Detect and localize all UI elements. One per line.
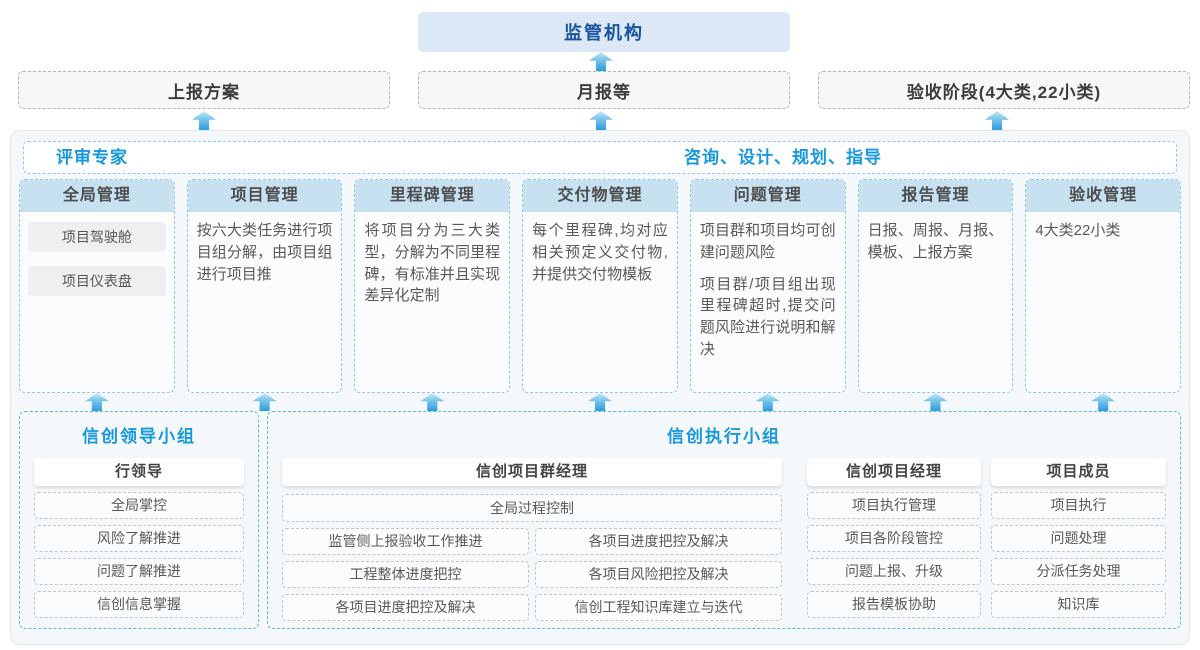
list-item: 项目执行: [991, 492, 1166, 519]
project-member-section: 项目成员 项目执行 问题处理 分派任务处理 知识库: [991, 458, 1166, 621]
column-title: 里程碑管理: [355, 180, 510, 212]
project-manager-role: 信创项目经理: [807, 458, 981, 486]
list-item: 各项目进度把控及解决: [535, 528, 782, 555]
list-item: 分派任务处理: [991, 558, 1166, 585]
up-arrow-icon: [923, 393, 948, 411]
column-title: 项目管理: [187, 180, 342, 212]
pill-project-cockpit: 项目驾驶舱: [28, 222, 166, 252]
up-arrow-icon: [192, 111, 216, 130]
list-item: 项目各阶段管控: [807, 525, 981, 552]
column-title: 交付物管理: [523, 180, 677, 212]
column-description: 日报、周报、月报、模板、上报方案: [867, 222, 1004, 261]
report-plan-box: 上报方案: [18, 71, 390, 109]
program-manager-role: 信创项目群经理: [282, 458, 782, 486]
column-acceptance-management: 验收管理 4大类22小类: [1025, 179, 1182, 393]
up-arrow-icon: [589, 111, 613, 130]
column-description: 4大类22小类: [1035, 222, 1121, 239]
column-description: 项目群和项目均可创建问题风险: [699, 222, 836, 261]
review-experts-label: 评审专家: [56, 148, 128, 167]
management-columns: 全局管理 项目驾驶舱 项目仪表盘 项目管理 按六大类任务进行项目组分解，由项目组…: [19, 179, 1182, 393]
column-report-management: 报告管理 日报、周报、月报、模板、上报方案: [857, 179, 1014, 393]
column-title: 报告管理: [858, 180, 1013, 212]
column-description: 项目群/项目组出现里程碑超时,提交问题风险进行说明和解决: [699, 275, 836, 358]
list-item: 知识库: [991, 591, 1166, 618]
bank-leader-role: 行领导: [34, 458, 244, 486]
list-item: 各项目进度把控及解决: [282, 594, 529, 621]
up-arrow-icon: [755, 393, 780, 411]
column-issue-management: 问题管理 项目群和项目均可创建问题风险 项目群/项目组出现里程碑超时,提交问题风…: [689, 179, 846, 393]
column-description: 将项目分为三大类型，分解为不同里程碑，有标准并且实现差异化定制: [364, 222, 501, 305]
consulting-design-label: 咨询、设计、规划、指导: [684, 148, 882, 167]
column-description: 每个里程碑,均对应相关预定义交付物,并提供交付物模板: [532, 222, 668, 283]
up-arrow-icon: [420, 393, 445, 411]
pill-project-dashboard: 项目仪表盘: [28, 266, 166, 296]
list-item: 问题处理: [991, 525, 1166, 552]
column-global-management: 全局管理 项目驾驶舱 项目仪表盘: [19, 179, 175, 393]
up-arrow-icon: [252, 393, 277, 411]
project-member-role: 项目成员: [991, 458, 1166, 486]
exec-group: 信创执行小组 信创项目群经理 全局过程控制 监管侧上报验收工作推进 各项目进度把…: [267, 411, 1181, 629]
list-item: 问题上报、升级: [807, 558, 981, 585]
list-item: 信创信息掌握: [34, 591, 244, 618]
leader-group-title: 信创领导小组: [82, 427, 196, 446]
monthly-report-box: 月报等: [418, 71, 790, 109]
up-arrow-icon: [588, 393, 613, 411]
up-arrow-icon: [985, 111, 1009, 130]
regulator-box: 监管机构: [418, 12, 790, 52]
experts-strip: 评审专家 咨询、设计、规划、指导: [23, 141, 1177, 174]
acceptance-stage-box: 验收阶段(4大类,22小类): [818, 71, 1190, 109]
up-arrow-icon: [1091, 393, 1116, 411]
list-item: 监管侧上报验收工作推进: [282, 528, 529, 555]
list-item: 报告模板协助: [807, 591, 981, 618]
list-item: 工程整体进度把控: [282, 561, 529, 588]
up-arrow-icon: [84, 393, 109, 411]
column-title: 验收管理: [1026, 180, 1181, 212]
exec-group-title: 信创执行小组: [667, 427, 781, 446]
column-milestone-management: 里程碑管理 将项目分为三大类型，分解为不同里程碑，有标准并且实现差异化定制: [354, 179, 511, 393]
list-item: 项目执行管理: [807, 492, 981, 519]
column-project-management: 项目管理 按六大类任务进行项目组分解，由项目组进行项目推: [186, 179, 343, 393]
list-item: 信创工程知识库建立与迭代: [535, 594, 782, 621]
list-item: 风险了解推进: [34, 525, 244, 552]
bottom-groups: 信创领导小组 行领导 全局掌控 风险了解推进 问题了解推进 信创信息掌握 信创执…: [19, 411, 1181, 629]
column-description: 按六大类任务进行项目组分解，由项目组进行项目推: [196, 222, 333, 283]
column-title: 全局管理: [20, 180, 174, 212]
list-item: 全局掌控: [34, 492, 244, 519]
program-manager-section: 信创项目群经理 全局过程控制 监管侧上报验收工作推进 各项目进度把控及解决 工程…: [282, 458, 782, 621]
list-item: 全局过程控制: [282, 494, 782, 522]
column-title: 问题管理: [690, 180, 845, 212]
column-arrows-row: [19, 393, 1181, 411]
project-manager-section: 信创项目经理 项目执行管理 项目各阶段管控 问题上报、升级 报告模板协助: [807, 458, 981, 621]
list-item: 各项目风险把控及解决: [535, 561, 782, 588]
up-arrow-icon: [589, 52, 613, 71]
main-container: 评审专家 咨询、设计、规划、指导 全局管理 项目驾驶舱 项目仪表盘 项目管理 按…: [10, 130, 1190, 645]
leader-group: 信创领导小组 行领导 全局掌控 风险了解推进 问题了解推进 信创信息掌握: [19, 411, 259, 629]
list-item: 问题了解推进: [34, 558, 244, 585]
column-deliverable-management: 交付物管理 每个里程碑,均对应相关预定义交付物,并提供交付物模板: [522, 179, 678, 393]
